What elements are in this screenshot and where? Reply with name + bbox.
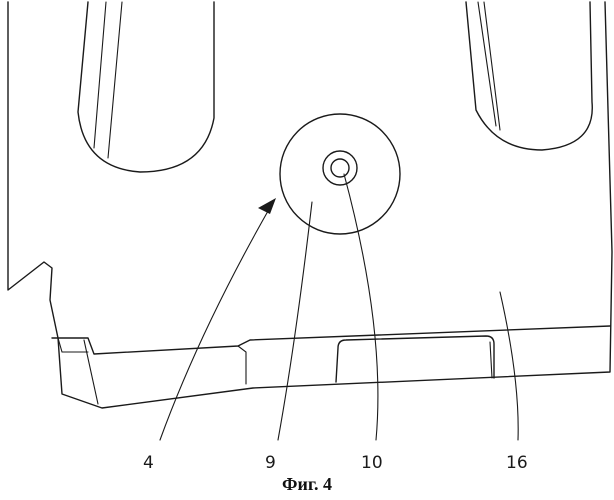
reference-label-9: 9 (265, 453, 276, 473)
leader-10-line (344, 174, 378, 440)
boss-circle (280, 114, 400, 234)
ledge-upper-line (52, 326, 610, 354)
left-recess (78, 2, 214, 172)
arrow-4-line (160, 204, 272, 440)
housing-outline (8, 2, 612, 408)
reference-label-4: 4 (143, 453, 154, 473)
right-recess (466, 2, 592, 150)
slot-outline (336, 336, 494, 382)
figure-caption: Фиг. 4 (0, 474, 614, 495)
reference-label-10: 10 (361, 453, 383, 473)
leader-16-line (500, 292, 518, 440)
bore-outer-circle (323, 151, 357, 185)
ledge-inner-line (84, 340, 98, 404)
left-recess-rib-2 (108, 2, 122, 158)
right-recess-rib-1 (478, 2, 496, 126)
slot-edge (490, 342, 492, 378)
bore-inner-circle (331, 159, 349, 177)
leader-9-line (278, 202, 312, 440)
reference-label-16: 16 (506, 453, 528, 473)
right-recess-rib-2 (484, 2, 500, 130)
left-recess-rib-1 (94, 2, 106, 148)
ledge-step-line (238, 346, 246, 384)
arrow-4-head (258, 198, 276, 214)
